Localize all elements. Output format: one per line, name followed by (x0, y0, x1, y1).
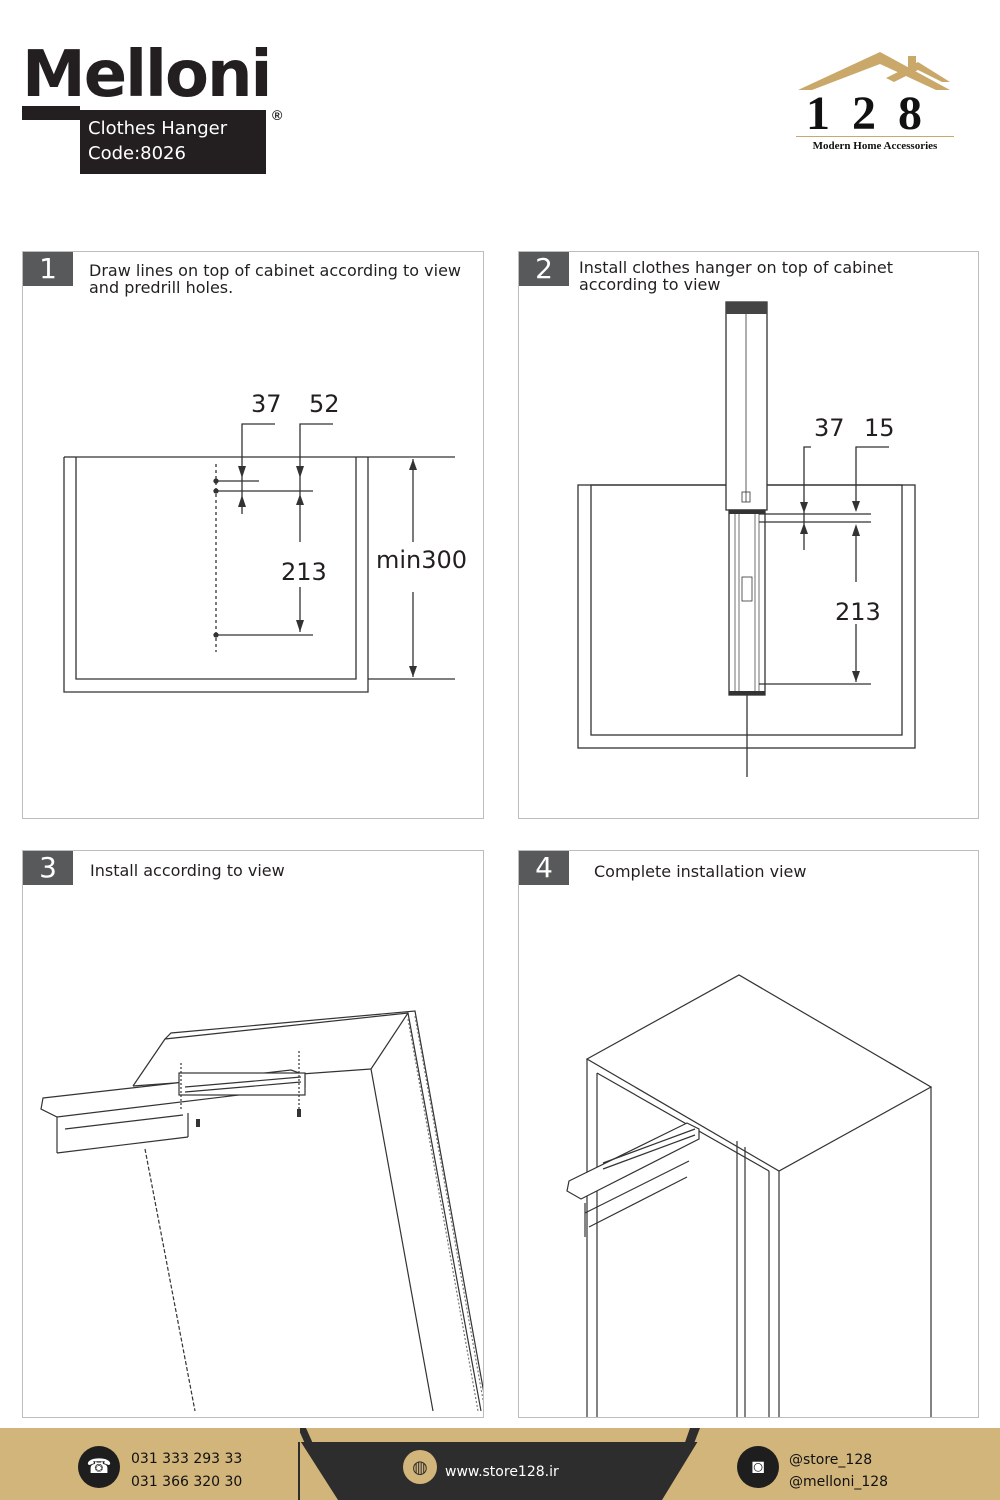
brand-underline (22, 106, 80, 120)
step-title: Install according to view (90, 861, 285, 880)
step-2-panel: 2 Install clothes hanger on top of cabin… (518, 251, 979, 819)
step-1-diagram: 37 52 213 min300 (63, 390, 467, 693)
phone-2[interactable]: 031 366 320 30 (131, 1474, 243, 1490)
step-title: Draw lines on top of cabinet according t… (89, 261, 462, 280)
dim-15: 15 (864, 414, 895, 442)
footer-background (0, 1428, 1000, 1500)
step-2-diagram: 37 15 213 (577, 301, 916, 777)
step-number: 4 (519, 851, 569, 885)
brand-product-box: Clothes Hanger Code:8026 (80, 110, 266, 174)
product-code: Code:8026 (88, 143, 186, 164)
registered-mark: ® (272, 107, 283, 123)
step-title-2: according to view (579, 275, 721, 294)
dim-213: 213 (281, 558, 327, 586)
step-title: Complete installation view (594, 862, 807, 881)
roof-icon (798, 52, 950, 90)
brand-name: Melloni (22, 38, 272, 112)
dim-min300: min300 (376, 546, 467, 574)
social-handle-2[interactable]: @melloni_128 (789, 1474, 889, 1490)
step-number: 2 (519, 252, 569, 286)
logo-tagline: Modern Home Accessories (812, 140, 938, 152)
step-3-diagram (40, 1010, 483, 1412)
product-name: Clothes Hanger (88, 118, 228, 139)
website-link[interactable]: www.store128.ir (445, 1464, 559, 1480)
dim-213: 213 (835, 598, 881, 626)
step-3-panel: 3 Install according to view (22, 850, 484, 1418)
dim-37: 37 (814, 414, 845, 442)
logo-divider (796, 136, 954, 137)
logo-digits: 128 (806, 87, 944, 140)
instagram-icon: ◙ (737, 1446, 779, 1488)
step-number: 1 (23, 252, 73, 286)
social-handle-1[interactable]: @store_128 (789, 1452, 873, 1468)
phone-1[interactable]: 031 333 293 33 (131, 1451, 243, 1467)
step-4-panel: 4 Complete installation view (518, 850, 979, 1418)
footer: ☎ 031 333 293 33 031 366 320 30 ◍ www.st… (0, 1428, 1000, 1500)
step-title-2: and predrill holes. (89, 278, 234, 297)
dim-37: 37 (251, 390, 282, 418)
dim-52: 52 (309, 390, 340, 418)
step-number: 3 (23, 851, 73, 885)
step-title: Install clothes hanger on top of cabinet (579, 258, 893, 277)
phone-icon: ☎ (78, 1446, 120, 1488)
globe-icon: ◍ (403, 1450, 437, 1484)
step-4-diagram (566, 974, 933, 1417)
step-1-panel: 1 Draw lines on top of cabinet according… (22, 251, 484, 819)
store-logo: 128 Modern Home Accessories (790, 48, 960, 158)
